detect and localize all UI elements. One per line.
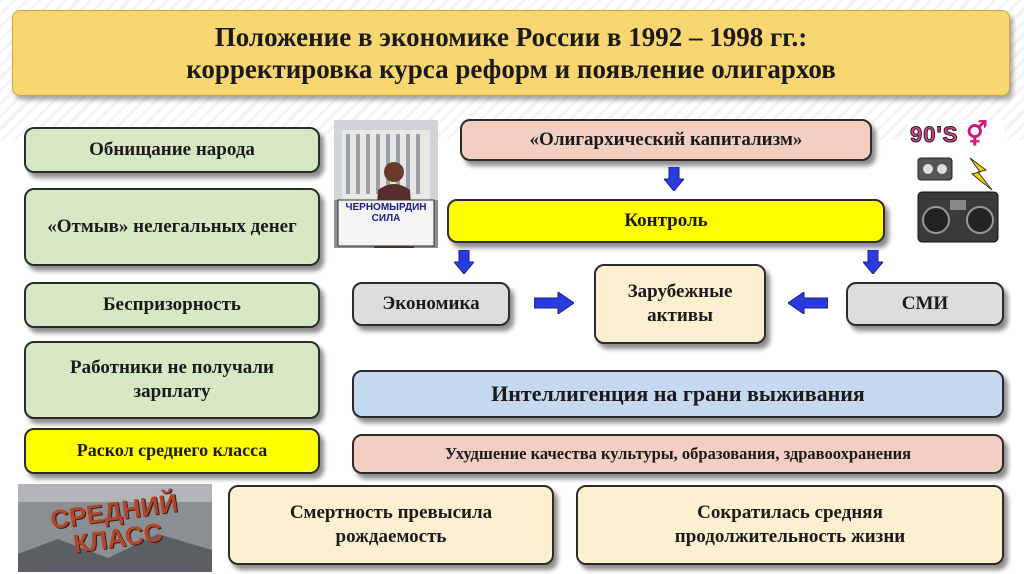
title-line-1: Положение в экономике России в 1992 – 19… — [214, 21, 808, 52]
left-box-impoverishment: Обнищание народа — [24, 127, 320, 173]
boombox-icon — [908, 120, 1004, 244]
oligarch-capitalism-box: «Олигархический капитализм» — [460, 119, 872, 161]
left-box-homelessness: Беспризорность — [24, 282, 320, 328]
foreign-assets-box: Зарубежные активы — [594, 264, 766, 344]
page-title: Положение в экономике России в 1992 – 19… — [12, 10, 1010, 96]
protest-photo-graphic — [334, 120, 438, 248]
left-box-money-laundering: «Отмыв» нелегальных денег — [24, 188, 320, 266]
ruins-photo: СРЕДНИЙ КЛАСС — [18, 484, 212, 572]
arrow-down-right-icon — [863, 250, 883, 274]
media-box: СМИ — [846, 282, 1004, 326]
gender-symbols-icon: ⚥ — [966, 122, 988, 148]
arrow-down-icon — [664, 167, 684, 191]
arrow-left-icon — [788, 292, 828, 314]
nineties-collage: 90'S ⚥ — [908, 120, 1004, 244]
left-box-unpaid-wages: Работники не получали зарплату — [24, 341, 320, 419]
control-box: Контроль — [447, 199, 885, 243]
title-line-2: корректировка курса реформ и появление о… — [186, 54, 836, 84]
life-expectancy-box: Сократилась средняя продолжительность жи… — [576, 485, 1004, 565]
economy-box: Экономика — [352, 282, 510, 326]
ruins-photo-graphic — [18, 484, 212, 572]
arrow-right-icon — [534, 292, 574, 314]
mortality-box: Смертность превысила рождаемость — [228, 485, 554, 565]
decline-box: Ухудшение качества культуры, образования… — [352, 434, 1004, 474]
left-box-middle-class-split: Раскол среднего класса — [24, 428, 320, 474]
nineties-logo-text: 90'S — [909, 122, 959, 148]
intelligentsia-box: Интеллигенция на грани выживания — [352, 370, 1004, 418]
arrow-down-left-icon — [454, 250, 474, 274]
protest-photo: ЧЕРНОМЫРДИН СИЛА — [334, 120, 438, 248]
protest-sign-text: ЧЕРНОМЫРДИН СИЛА — [345, 202, 427, 224]
